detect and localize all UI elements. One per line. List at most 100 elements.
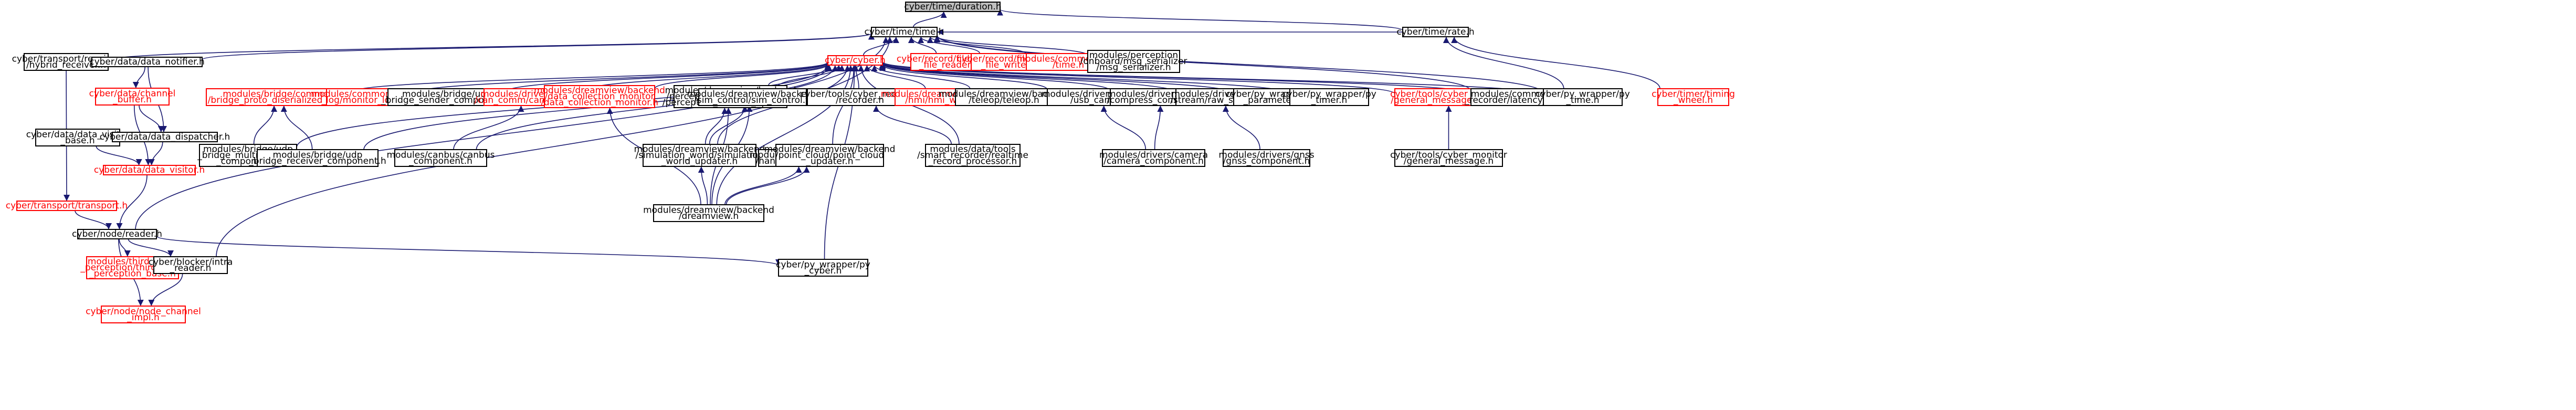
edge-record-reader-to-time — [908, 36, 937, 54]
node-label-line: /data_collection_monitor.h — [541, 98, 658, 108]
node-cyber[interactable]: cyber/cyber.h — [825, 55, 886, 66]
node-box — [698, 88, 807, 106]
node-box — [1657, 88, 1729, 106]
node-label-line: cyber/data/data_notifier.h — [89, 57, 205, 67]
node-box — [653, 204, 764, 222]
node-box — [925, 144, 1021, 167]
node-label-line: cyber/transport/transport.h — [6, 201, 128, 211]
node-intra-reader[interactable]: cyber/blocker/intra_reader.h — [149, 256, 233, 274]
node-label-line: /camera_component.h — [1103, 156, 1204, 166]
node-data-notifier[interactable]: cyber/data/data_notifier.h — [89, 57, 205, 67]
node-box — [643, 144, 756, 167]
node-gnss-component[interactable]: modules/drivers/gnss/gnss_component.h — [1218, 149, 1315, 167]
node-dreamview[interactable]: modules/dreamview/backend/dreamview.h — [643, 204, 774, 222]
edge-py-parameter-to-cyber — [879, 62, 1234, 94]
node-box — [16, 201, 117, 211]
node-label-line: cyber/tools/cyber_monitor — [1390, 150, 1507, 160]
edge-py-time-to-time — [934, 35, 1544, 94]
edge-compress-component-to-cyber — [879, 63, 1111, 91]
node-label-line: /sim_control/sim_control.h — [694, 95, 811, 106]
edge-data-dispatcher-to-data-visitor — [148, 141, 163, 166]
node-label-line: /data_collection_monitor — [544, 91, 654, 102]
node-camera-component[interactable]: modules/drivers/camera/camera_component.… — [1099, 149, 1208, 167]
node-label-line: cyber/timer/timing — [1652, 89, 1735, 99]
node-label-line: _time.h — [1565, 95, 1599, 106]
node-label-line: cyber/tools/cyber_recorder — [800, 89, 920, 99]
node-label-line: cyber/time/time.h — [864, 27, 944, 37]
node-label-line: cyber/py_wrapper/py — [1536, 89, 1630, 99]
node-label-line: _base.h — [60, 135, 94, 146]
node-data-visitor[interactable]: cyber/data/data_visitor.h — [94, 165, 205, 175]
node-label-line: cyber/data/data_visitor — [26, 129, 130, 140]
node-channel-buffer[interactable]: cyber/data/channel_buffer.h — [89, 88, 176, 106]
node-udp-receiver[interactable]: modules/bridge/udp_bridge_receiver_compo… — [248, 149, 386, 167]
edge-rate-to-duration — [997, 8, 1403, 31]
node-label-line: /time.h — [1053, 60, 1084, 70]
node-box — [153, 256, 228, 274]
node-py-timer[interactable]: cyber/py_wrapper/py_timer.h — [1282, 88, 1376, 106]
node-label-line: cyber/data/data_dispatcher.h — [100, 132, 230, 142]
node-box — [103, 165, 196, 175]
node-label-line: cyber/py_wrapper/py — [1282, 89, 1376, 99]
node-label-line: cyber/blocker/intra — [149, 257, 233, 267]
edge-dreamview-to-sim-world — [698, 166, 708, 205]
node-data-visitor-base[interactable]: cyber/data/data_visitor_base.h — [26, 129, 130, 146]
edge-node-reader-to-time — [135, 36, 889, 230]
node-time[interactable]: cyber/time/time.h — [864, 27, 944, 37]
node-timing-wheel[interactable]: cyber/timer/timing_wheel.h — [1652, 88, 1735, 106]
node-label-line: /recorder.h — [836, 95, 884, 106]
edge-record-writer-to-time — [918, 36, 981, 54]
node-label-line: _file_writer.h — [981, 60, 1037, 70]
edge-gnss-component-to-raw-stream — [1222, 105, 1260, 150]
node-py-time[interactable]: cyber/py_wrapper/py_time.h — [1536, 88, 1630, 106]
node-label-line: /point_cloud/point_cloud — [775, 150, 884, 161]
node-general-message[interactable]: cyber/tools/cyber_monitor/general_messag… — [1390, 149, 1507, 167]
node-label-line: _buffer.h — [112, 94, 152, 105]
node-box — [77, 229, 157, 239]
node-label-line: modules/drivers/gnss — [1218, 150, 1314, 160]
node-box — [91, 57, 203, 67]
header-file-nodes: cyber/time/duration.h cyber/time/time.h cy… — [6, 2, 1735, 323]
edge-data-visitor-to-node-reader — [116, 174, 148, 230]
node-label-line: /smart_recorder/realtime — [917, 150, 1028, 161]
edge-hmi-worker-to-cyber — [864, 65, 926, 89]
node-pc-updater[interactable]: modules/dreamview/backend/point_cloud/po… — [764, 144, 896, 167]
node-label-line: modules/bridge/udp — [402, 89, 492, 99]
node-label-line: _record_processor.h — [928, 156, 1017, 167]
edge-node-reader-to-third-party — [119, 238, 131, 257]
node-node-reader[interactable]: cyber/node/reader.h — [72, 229, 162, 239]
node-smart-recorder[interactable]: modules/data/tools/smart_recorder/realti… — [917, 144, 1028, 167]
node-dc-monitor[interactable]: modules/dreamview/backend/data_collectio… — [534, 85, 665, 108]
node-canbus-component[interactable]: modules/canbus/canbus_component.h — [387, 149, 495, 167]
node-rate[interactable]: cyber/time/rate.h — [1396, 27, 1475, 37]
node-label-line: cyber/py_wrapper/py — [776, 259, 870, 270]
edge-canbus-component-to-cyber — [476, 65, 838, 150]
edge-py-timer-to-cyber — [879, 62, 1290, 94]
node-tc-hybrid[interactable]: cyber/transport/receiver/hybrid_receiver… — [12, 53, 121, 71]
edge-udp-bridge-to-cyber — [350, 61, 831, 93]
edge-camera-component-to-compress-component — [1154, 105, 1164, 150]
node-py-cyber[interactable]: cyber/py_wrapper/py_cyber.h — [776, 259, 870, 277]
node-node-channel-impl[interactable]: cyber/node/node_channel_impl.h — [86, 306, 201, 323]
edge-udp-sender-to-cyber — [506, 62, 831, 92]
node-label-line: _timer.h — [1311, 95, 1348, 106]
node-duration[interactable]: cyber/time/duration.h — [904, 2, 1002, 12]
node-label-line: /msg_serializer.h — [1096, 62, 1171, 73]
node-box — [1394, 149, 1503, 167]
node-sim-world[interactable]: modules/dreamview/backend/simulation_wor… — [634, 144, 765, 167]
node-label-line: modules/dreamview/backend — [634, 144, 765, 155]
node-sim-control[interactable]: modules/dreamview/backend/sim_control/si… — [687, 88, 818, 106]
node-label-line: cyber/node/node_channel — [86, 306, 201, 317]
node-transport[interactable]: cyber/transport/transport.h — [6, 201, 128, 211]
node-label-line: modules/drivers/camera — [1099, 150, 1208, 160]
node-msg-serializer[interactable]: modules/perception/onboard/msg_serialize… — [1080, 50, 1187, 73]
edge-cyber-to-time — [863, 36, 899, 56]
node-box — [95, 88, 170, 106]
node-label-line: /bridge_proto_diserialized_buf.h — [208, 95, 350, 106]
node-data-dispatcher[interactable]: cyber/data/data_dispatcher.h — [100, 132, 230, 142]
node-label-line: _bridge_sender_component.h — [381, 95, 513, 106]
node-box — [1087, 50, 1180, 73]
node-label-line: /dreamview.h — [679, 211, 739, 222]
edge-data-notifier-to-channel-buffer — [132, 66, 145, 89]
node-label-line: _updater.h — [805, 156, 853, 167]
